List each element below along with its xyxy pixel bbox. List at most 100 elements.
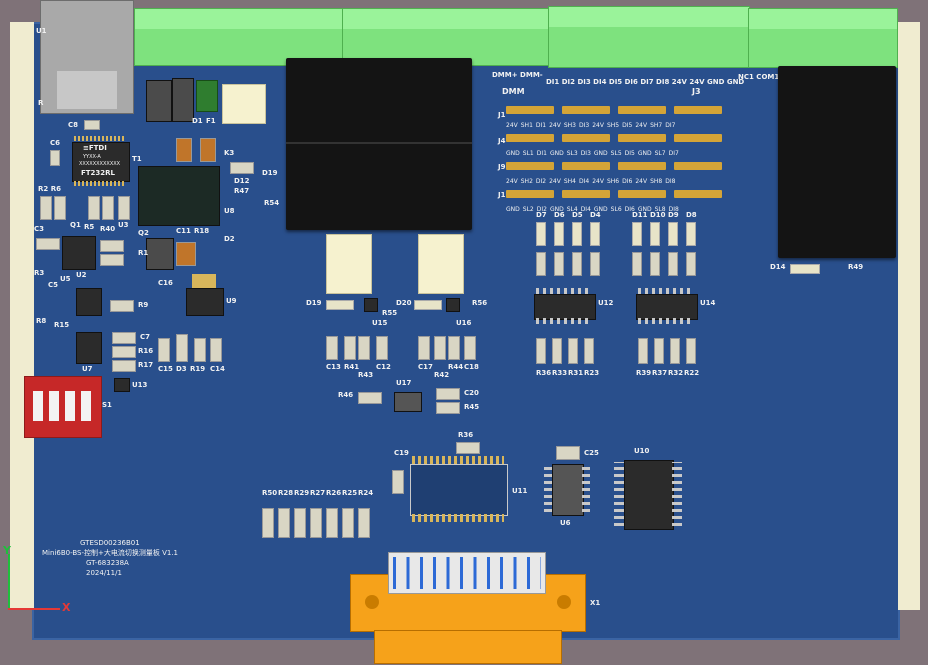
label-d2: D2	[224, 235, 235, 243]
label-c17: C17	[418, 363, 433, 371]
axis-y-line	[8, 554, 10, 610]
mount-hole-right	[557, 595, 571, 609]
dip-toggle-3[interactable]	[65, 391, 75, 421]
header-j1-c[interactable]	[618, 106, 666, 114]
header-j4-a[interactable]	[506, 134, 554, 142]
label-u16: U16	[456, 319, 472, 327]
hdr-label: GND	[637, 206, 652, 213]
res-r2	[40, 196, 52, 220]
hdr-label: GND	[593, 150, 608, 157]
cap-c19	[392, 470, 404, 494]
cap-c11	[176, 242, 196, 266]
header-j11-c[interactable]	[618, 190, 666, 198]
hdr-label: GND	[637, 150, 652, 157]
label-u9: U9	[226, 297, 237, 305]
relay-main	[286, 58, 472, 230]
label-r23: R23	[584, 369, 600, 377]
hdr-label: DI6	[622, 178, 633, 185]
hdr-label: GND	[506, 206, 520, 213]
label-r8: R8	[36, 317, 47, 325]
label-r37: R37	[652, 369, 668, 377]
hdr-label: GND	[549, 206, 564, 213]
inductor-2	[172, 78, 194, 122]
label-r55: R55	[382, 309, 398, 317]
cap-c7	[112, 332, 136, 344]
cap-c15	[158, 338, 170, 362]
label-r49: R49	[848, 263, 864, 271]
label-c19: C19	[394, 449, 409, 457]
u10-pins-left	[614, 462, 624, 526]
header-j1-a[interactable]	[506, 106, 554, 114]
hdr-label: SL7	[654, 150, 666, 157]
hdr-label: SH1	[520, 122, 533, 129]
header-j9-b[interactable]	[562, 162, 610, 170]
res-r46	[358, 392, 382, 404]
label-u14: U14	[700, 299, 716, 307]
res-r44	[448, 336, 460, 360]
header-j4-b[interactable]	[562, 134, 610, 142]
usb-connector	[40, 0, 134, 114]
hdr-label: 24V	[549, 122, 561, 129]
chip-u9	[186, 288, 224, 316]
axis-x-line	[8, 608, 60, 610]
u10-pins-right	[672, 462, 682, 526]
hdr-label: SL3	[566, 150, 578, 157]
header-j1-d[interactable]	[674, 106, 722, 114]
header-j4-d[interactable]	[674, 134, 722, 142]
header-j9-d[interactable]	[674, 162, 722, 170]
header-j11-b[interactable]	[562, 190, 610, 198]
cap-tantalum-1	[176, 138, 192, 162]
header-j9-c[interactable]	[618, 162, 666, 170]
hdr-label: DI2	[536, 206, 547, 213]
header-j9-a[interactable]	[506, 162, 554, 170]
header-j11-a[interactable]	[506, 190, 554, 198]
hdr-label: SH8	[650, 178, 663, 185]
ftdi-model: FT232RL	[81, 169, 116, 177]
hdr-label: DI4	[579, 178, 590, 185]
label-d5: D5	[572, 211, 583, 219]
label-u11: U11	[512, 487, 528, 495]
chip-u2	[62, 236, 96, 270]
label-d3: D3	[176, 365, 187, 373]
label-u13: U13	[132, 381, 148, 389]
label-k3: K3	[224, 149, 235, 157]
label-x1: X1	[590, 599, 601, 607]
dip-switch-s1[interactable]	[24, 376, 102, 438]
header-j11-d[interactable]	[674, 190, 722, 198]
dip-toggle-2[interactable]	[49, 391, 59, 421]
ftdi-line1: YYXX-A	[83, 154, 101, 160]
board-doc-number: GTESD00236B01	[80, 539, 140, 547]
chip-u5	[76, 288, 102, 316]
hdr-label: 24V	[635, 122, 648, 129]
hdr-label: GND	[549, 150, 564, 157]
hdr-label: SH4	[563, 178, 576, 185]
label-c5: C5	[48, 281, 59, 289]
u11-pins-top	[412, 456, 504, 464]
header-j1-b[interactable]	[562, 106, 610, 114]
dip-toggle-4[interactable]	[81, 391, 91, 421]
res-r41	[344, 336, 356, 360]
hdr-label: SH7	[650, 122, 663, 129]
led-d12	[230, 162, 254, 174]
label-d9: D9	[668, 211, 679, 219]
optocoupler-1	[326, 234, 372, 294]
label-u15: U15	[372, 319, 388, 327]
dip-toggle-1[interactable]	[33, 391, 43, 421]
res-r19	[194, 338, 206, 362]
res-row-u14	[638, 338, 698, 366]
label-r24: R24	[358, 489, 374, 497]
hdr-label: DI7	[668, 150, 679, 157]
label-r19: R19	[190, 365, 206, 373]
label-r50: R50	[262, 489, 278, 497]
inductor-1	[146, 80, 172, 122]
label-c8: C8	[68, 121, 79, 129]
cap-near-u2	[100, 240, 124, 252]
led-d20	[414, 300, 442, 310]
label-u6: U6	[560, 519, 571, 527]
res-row-u12	[536, 338, 596, 366]
res-a	[88, 196, 100, 220]
header-j4-c[interactable]	[618, 134, 666, 142]
chip-u17	[394, 392, 422, 412]
chip-u14	[636, 294, 698, 320]
